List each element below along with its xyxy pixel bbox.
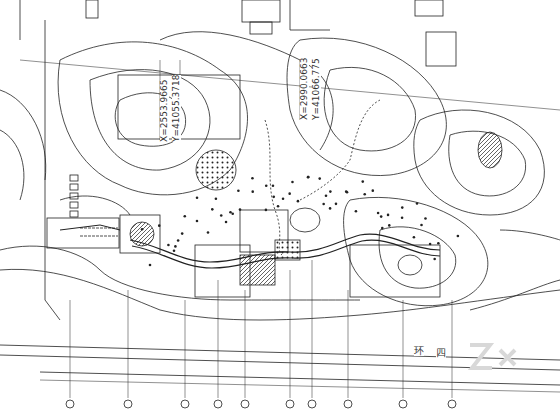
tree-dot [416,202,419,205]
tree-dot [346,191,349,194]
tree-dot [174,245,177,248]
tree-dot [307,176,310,179]
tree-dot [251,190,254,193]
tree-dot [318,177,321,180]
tree-dot [265,184,268,187]
tree-dot [181,232,184,235]
tree-dot [361,180,364,183]
tree-dot [363,193,366,196]
tree-dot [211,208,214,211]
tree-dot [149,264,152,267]
tree-dot [215,197,218,200]
tree-dot [307,176,310,179]
tree-dot [420,224,423,227]
tree-dot [196,196,199,199]
coordinate-label: X=2553.9665 [160,80,169,142]
tree-dot [388,224,391,227]
tree-dot [282,197,285,200]
tree-dot [429,243,432,246]
tree-dot [401,217,404,220]
tree-dot [167,244,170,247]
tree-dot [277,205,280,208]
tree-dot [158,224,161,227]
tree-dot [141,228,144,231]
tree-dot [183,215,186,218]
tree-dot [345,190,348,193]
road-name: 环 [414,346,424,356]
tree-dot [225,221,228,224]
tree-dot [291,181,294,184]
tree-dot [251,177,254,180]
tree-dot [457,235,460,238]
tree-dot [325,194,328,197]
tree-dot [239,208,242,211]
tree-dot [437,242,440,245]
tree-dot [196,220,199,223]
tree-dot [424,217,427,220]
tree-dot [322,203,325,206]
tree-dot [229,211,232,214]
tree-dot [381,227,384,230]
tree-dot [220,214,223,217]
tree-dot [207,231,210,234]
tree-dot [413,236,416,239]
tree-dot [377,212,380,215]
tree-dot [335,203,338,206]
tree-dot [433,258,436,261]
tree-dot [371,189,374,192]
tree-dot [272,196,275,199]
coordinate-label: Y=41066.775 [312,58,321,120]
tree-dot [231,213,234,216]
tree-dot [272,185,275,188]
tree-dot [401,206,404,209]
tree-dot [355,210,358,213]
tree-dot [265,209,268,212]
tree-dot [380,215,383,218]
tree-dot [288,192,291,195]
tree-dot [237,189,240,192]
road-name: 四 [436,348,446,358]
tree-dot [387,214,390,217]
coordinate-label: Y=41055.3718 [172,75,181,142]
tree-dot [173,249,176,252]
coordinate-label: X=2990.0663 [300,58,309,120]
tree-dot [329,207,332,210]
tree-dot [297,200,300,203]
tree-dot [329,190,332,193]
tree-dot [177,239,180,242]
